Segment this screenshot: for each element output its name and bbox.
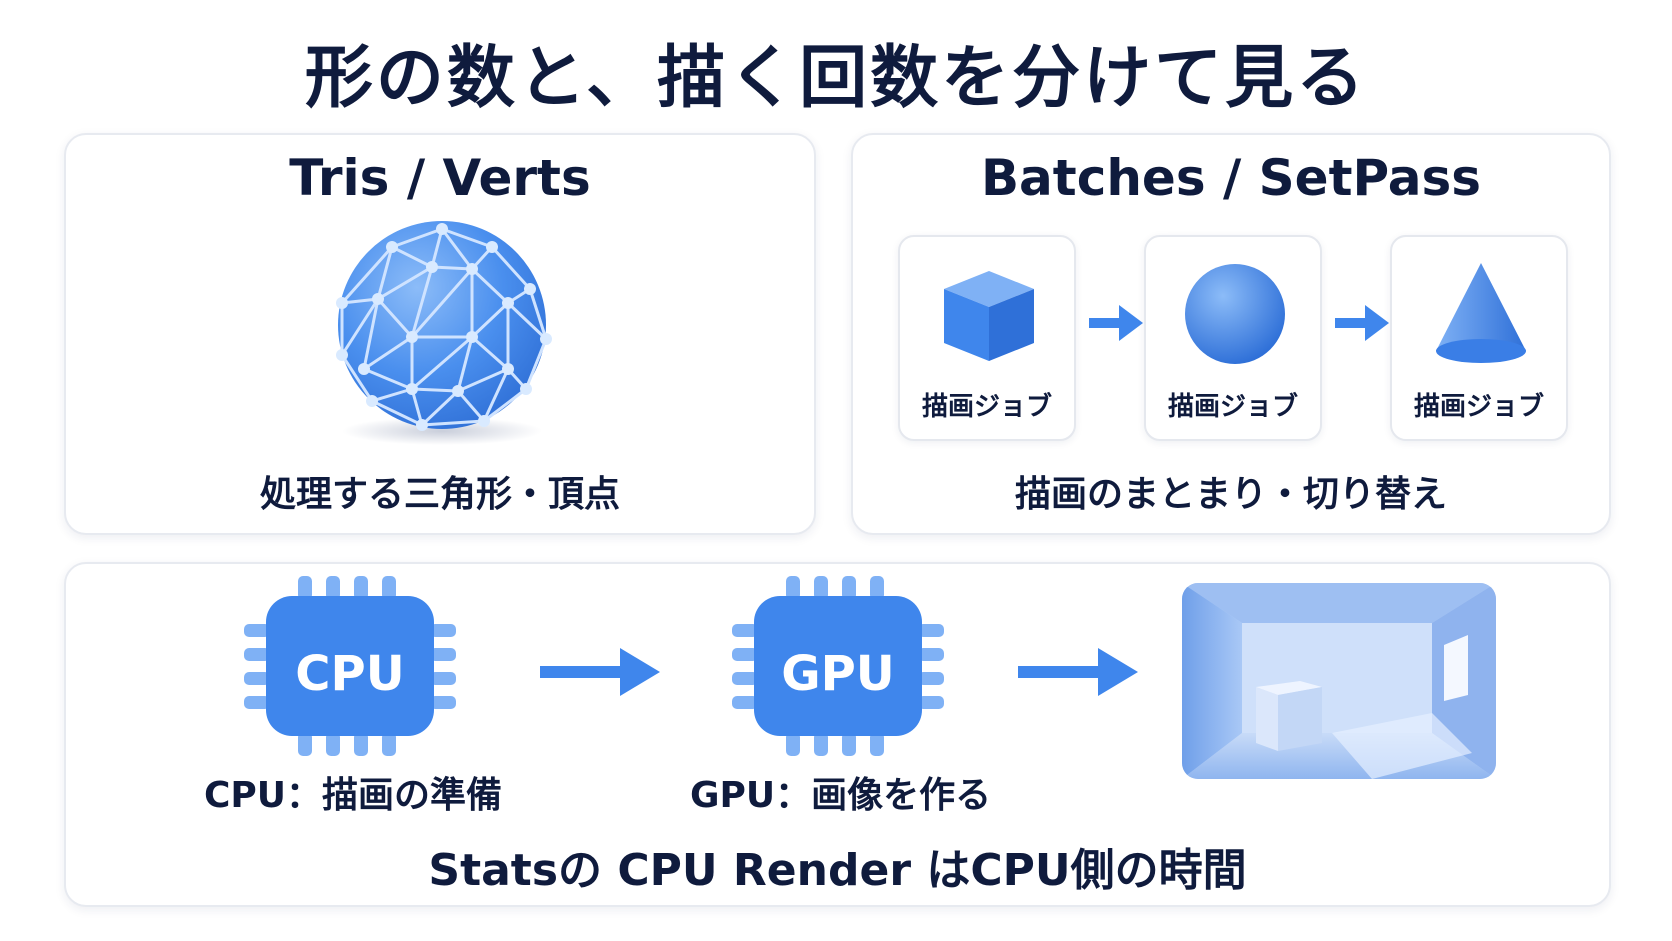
arrow-right-icon	[1018, 648, 1138, 696]
arrow-right-icon	[540, 648, 660, 696]
wireframe-sphere-icon	[336, 221, 552, 445]
rendered-room-image	[1182, 583, 1496, 779]
cpu-gpu-pipeline-panel: CPU CPU：描画の準備 GPU	[64, 562, 1611, 907]
gpu-chip-icon: GPU	[732, 576, 944, 756]
tris-verts-panel: Tris / Verts	[64, 133, 816, 535]
tris-verts-caption: 処理する三角形・頂点	[259, 474, 620, 515]
draw-job-label: 描画ジョブ	[1413, 392, 1544, 422]
cpu-chip-label: CPU	[295, 646, 405, 702]
tris-verts-heading: Tris / Verts	[289, 149, 591, 207]
gpu-chip-label: GPU	[781, 646, 895, 702]
cpu-caption: CPU：描画の準備	[204, 775, 503, 816]
arrow-right-icon	[1089, 305, 1143, 341]
draw-job-card-cube: 描画ジョブ	[898, 235, 1076, 441]
cube-icon	[944, 271, 1034, 361]
cpu-chip-icon: CPU	[244, 576, 456, 756]
batches-setpass-caption: 描画のまとまり・切り替え	[1014, 474, 1447, 515]
page-title: 形の数と、描く回数を分けて見る	[304, 39, 1368, 118]
sphere-icon	[1185, 264, 1285, 364]
draw-job-card-cone: 描画ジョブ	[1390, 235, 1568, 441]
stats-cpu-render-note: Statsの CPU Render はCPU側の時間	[428, 845, 1247, 896]
batches-setpass-panel: Batches / SetPass 描画ジョブ	[851, 133, 1611, 535]
draw-job-label: 描画ジョブ	[1167, 392, 1298, 422]
draw-job-label: 描画ジョブ	[921, 392, 1052, 422]
gpu-caption: GPU：画像を作る	[690, 775, 992, 816]
cone-icon	[1436, 263, 1526, 363]
batches-setpass-heading: Batches / SetPass	[980, 149, 1482, 207]
draw-job-card-sphere: 描画ジョブ	[1144, 235, 1322, 441]
arrow-right-icon	[1335, 305, 1389, 341]
